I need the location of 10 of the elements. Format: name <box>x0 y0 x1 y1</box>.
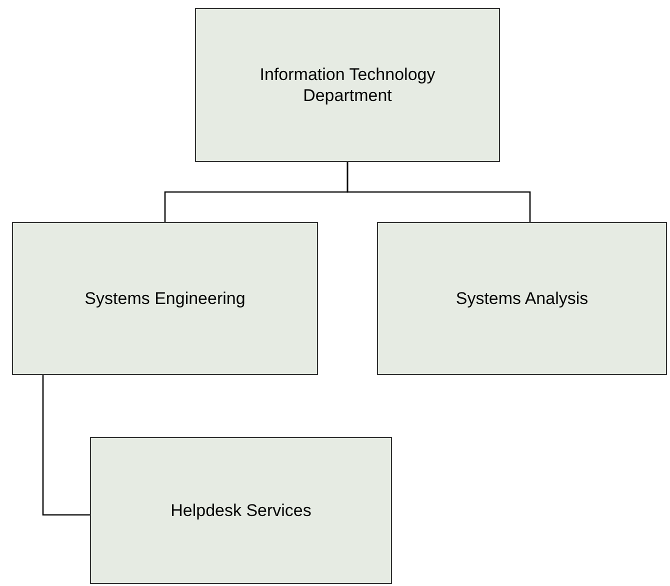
org-unit-box <box>90 437 392 584</box>
org-unit-box <box>12 222 318 375</box>
connector-line <box>346 162 531 222</box>
unit-name: Systems Analysis <box>456 288 588 310</box>
unit-name: Helpdesk Services <box>170 500 312 522</box>
org-unit-box <box>195 8 500 162</box>
connector-line <box>42 375 90 516</box>
unit-name: Information Technology Department <box>258 64 436 106</box>
unit-name: Systems Engineering <box>84 288 246 310</box>
org-unit-box <box>377 222 667 375</box>
